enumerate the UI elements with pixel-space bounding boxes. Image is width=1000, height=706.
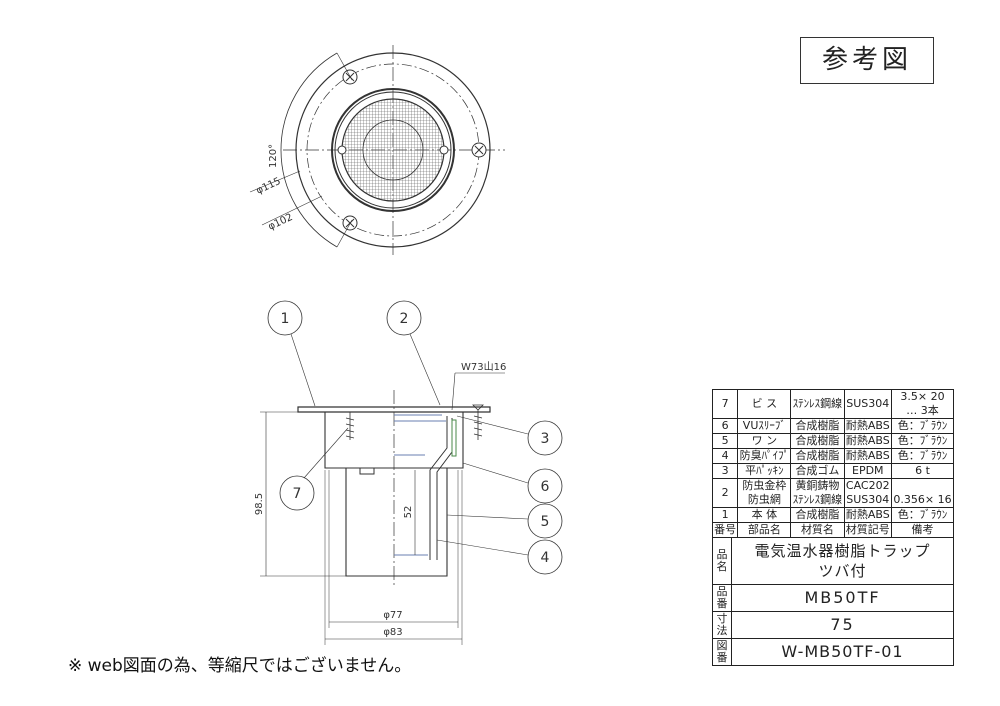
table-cell: 合成ゴム <box>790 463 845 479</box>
d83-dimension: φ83 <box>383 627 402 638</box>
table-cell: 6 t <box>891 463 954 479</box>
screw-left-icon <box>345 412 355 440</box>
drawing-number-label: 図番 <box>712 638 732 666</box>
size-value: 75 <box>731 611 954 639</box>
table-cell: 耐熱ABS <box>843 418 893 434</box>
outer-diameter-label: φ115 <box>255 176 283 197</box>
header-no: 番号 <box>711 522 739 538</box>
screw-right-icon <box>472 404 484 440</box>
table-cell: 耐熱ABS <box>843 507 893 523</box>
table-cell: 防臭ﾊﾟｲﾌﾟ <box>737 448 792 464</box>
depth-dimension: 52 <box>403 506 414 519</box>
table-cell: 色：ﾌﾞﾗｳﾝ <box>891 507 954 523</box>
drawing-number: W-MB50TF-01 <box>731 638 954 666</box>
table-cell: 耐熱ABS <box>843 448 893 464</box>
header-part-name: 部品名 <box>737 522 792 538</box>
table-cell: 5 <box>711 433 739 449</box>
table-cell: 0.356× 16 <box>891 478 954 508</box>
product-name: 電気温水器樹脂トラップツバ付 <box>731 538 954 585</box>
table-cell: 合成樹脂 <box>790 418 845 434</box>
angle-label: 120° <box>268 144 279 168</box>
reference-drawing-stamp: 参考図 <box>800 37 934 84</box>
table-cell: 耐熱ABS <box>843 433 893 449</box>
table-cell: 色：ﾌﾞﾗｳﾝ <box>891 418 954 434</box>
parts-table: 7 ビ ス ｽﾃﾝﾚｽ鋼線 SUS304 3.5× 20… 3本 6VUｽﾘｰﾌ… <box>711 389 954 538</box>
balloon-3: 3 <box>541 431 550 447</box>
table-cell: 色：ﾌﾞﾗｳﾝ <box>891 448 954 464</box>
table-cell: 合成樹脂 <box>790 448 845 464</box>
part-note: 3.5× 20… 3本 <box>891 389 954 419</box>
top-view <box>249 45 505 255</box>
table-cell: 平ﾊﾟｯｷﾝ <box>737 463 792 479</box>
table-cell: EPDM <box>843 463 893 479</box>
side-view <box>260 300 563 645</box>
header-material: 材質名 <box>790 522 845 538</box>
table-cell: 3 <box>711 463 739 479</box>
balloon-2: 2 <box>400 311 409 327</box>
title-block: 品名 電気温水器樹脂トラップツバ付 品番 MB50TF 寸法 75 図番 W-M… <box>712 538 954 666</box>
table-header-row: 番号 部品名 材質名 材質記号 備考 <box>711 522 954 538</box>
bolt-circle-label: φ102 <box>267 212 295 233</box>
scale-disclaimer: ※ web図面の為、等縮尺ではございません。 <box>68 656 412 676</box>
table-cell: 合成樹脂 <box>790 433 845 449</box>
part-code: SUS304 <box>843 389 893 419</box>
table-cell: 防虫金枠防虫網 <box>737 478 792 508</box>
table-cell: VUｽﾘｰﾌﾞ <box>737 418 792 434</box>
balloon-6: 6 <box>541 479 550 495</box>
screw-icon <box>471 142 487 158</box>
title-and-parts-block: 7 ビ ス ｽﾃﾝﾚｽ鋼線 SUS304 3.5× 20… 3本 6VUｽﾘｰﾌ… <box>711 389 954 666</box>
table-cell: 1 <box>711 507 739 523</box>
product-name-label: 品名 <box>712 538 732 585</box>
part-no: 7 <box>711 389 739 419</box>
table-cell: 本 体 <box>737 507 792 523</box>
product-number-label: 品番 <box>712 584 732 612</box>
table-cell: 4 <box>711 448 739 464</box>
balloon-7: 7 <box>293 486 302 502</box>
balloon-5: 5 <box>541 514 550 530</box>
balloon-4: 4 <box>541 550 550 566</box>
table-cell: 色：ﾌﾞﾗｳﾝ <box>891 433 954 449</box>
thread-label: W73山16 <box>461 361 506 373</box>
part-name: ビ ス <box>737 389 792 419</box>
size-label: 寸法 <box>712 611 732 639</box>
product-number: MB50TF <box>731 584 954 612</box>
header-remarks: 備考 <box>891 522 954 538</box>
balloon-1: 1 <box>281 311 290 327</box>
table-cell: 黄銅鋳物ｽﾃﾝﾚｽ鋼線 <box>790 478 845 508</box>
table-cell: 6 <box>711 418 739 434</box>
header-material-code: 材質記号 <box>843 522 893 538</box>
part-material: ｽﾃﾝﾚｽ鋼線 <box>790 389 845 419</box>
d77-dimension: φ77 <box>383 610 402 621</box>
table-cell: 合成樹脂 <box>790 507 845 523</box>
table-cell: 2 <box>711 478 739 508</box>
table-cell: ワ ン <box>737 433 792 449</box>
height-dimension: 98.5 <box>254 493 265 515</box>
table-row: 7 ビ ス ｽﾃﾝﾚｽ鋼線 SUS304 3.5× 20… 3本 <box>711 389 954 419</box>
